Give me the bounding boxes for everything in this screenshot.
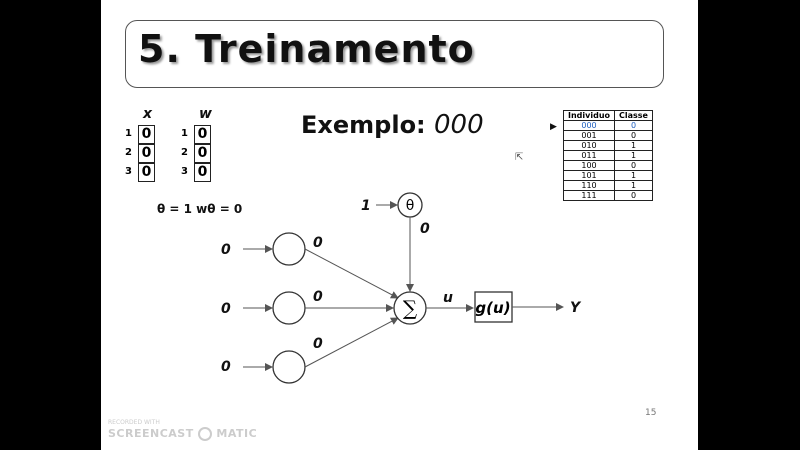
x-index: 1 [125, 128, 132, 139]
theta-weight-line: θ = 1 wθ = 0 [157, 202, 243, 216]
input-neuron [272, 350, 306, 384]
x-cell: 0 [138, 144, 155, 163]
weight-value: 0 [313, 336, 323, 352]
input-value: 0 [221, 242, 231, 258]
input-value: 0 [221, 359, 231, 375]
activation-label: g(u) [475, 299, 510, 317]
w-header: w [199, 106, 212, 122]
w-index: 2 [181, 147, 188, 158]
weight-value: 0 [313, 235, 323, 251]
w-cell: 0 [194, 163, 211, 182]
x-cell: 0 [138, 163, 155, 182]
x-cell: 0 [138, 125, 155, 144]
input-neuron [272, 291, 306, 325]
watermark-brand-left: SCREENCAST [108, 427, 194, 440]
weight-connection [304, 248, 399, 299]
title-box: 5. Treinamento [125, 20, 664, 88]
activation-box [474, 291, 513, 323]
x-index: 3 [125, 166, 132, 177]
mouse-cursor-icon: ⇱ [515, 152, 524, 163]
weight-connection [304, 317, 399, 368]
example-heading: Exemplo: 000 [301, 110, 484, 140]
w-cell: 0 [194, 144, 211, 163]
weight-value: 0 [313, 289, 323, 305]
w-cell: 0 [194, 125, 211, 144]
sum-symbol: ∑ [403, 296, 418, 320]
watermark-brand-right: MATIC [216, 427, 258, 440]
example-value: 000 [434, 110, 484, 140]
bias-weight-value: 0 [420, 221, 430, 237]
table-cell: 111 [562, 190, 616, 201]
slide-title: 5. Treinamento [138, 27, 475, 71]
w-index: 3 [181, 166, 188, 177]
x-header: x [143, 106, 153, 122]
input-value: 0 [221, 301, 231, 317]
input-neuron [272, 232, 306, 266]
x-index: 2 [125, 147, 132, 158]
page-number: 15 [645, 408, 657, 418]
output-label: Y [570, 300, 582, 316]
perceptron-diagram: θ ∑ g(u) 0 0 0 0 0 0 1 0 u Y [221, 192, 582, 384]
selected-row-arrow-icon: ▶ [550, 122, 557, 132]
bias-symbol: θ [406, 198, 415, 214]
u-label: u [443, 290, 453, 306]
bias-input-value: 1 [361, 198, 371, 214]
watermark-caption: RECORDED WITH [108, 419, 160, 426]
example-label: Exemplo: [301, 111, 426, 139]
record-dot-icon [198, 427, 213, 441]
screencast-watermark: RECORDED WITH SCREENCAST MATIC [108, 418, 257, 441]
table-cell: 0 [614, 190, 653, 201]
w-index: 1 [181, 128, 188, 139]
